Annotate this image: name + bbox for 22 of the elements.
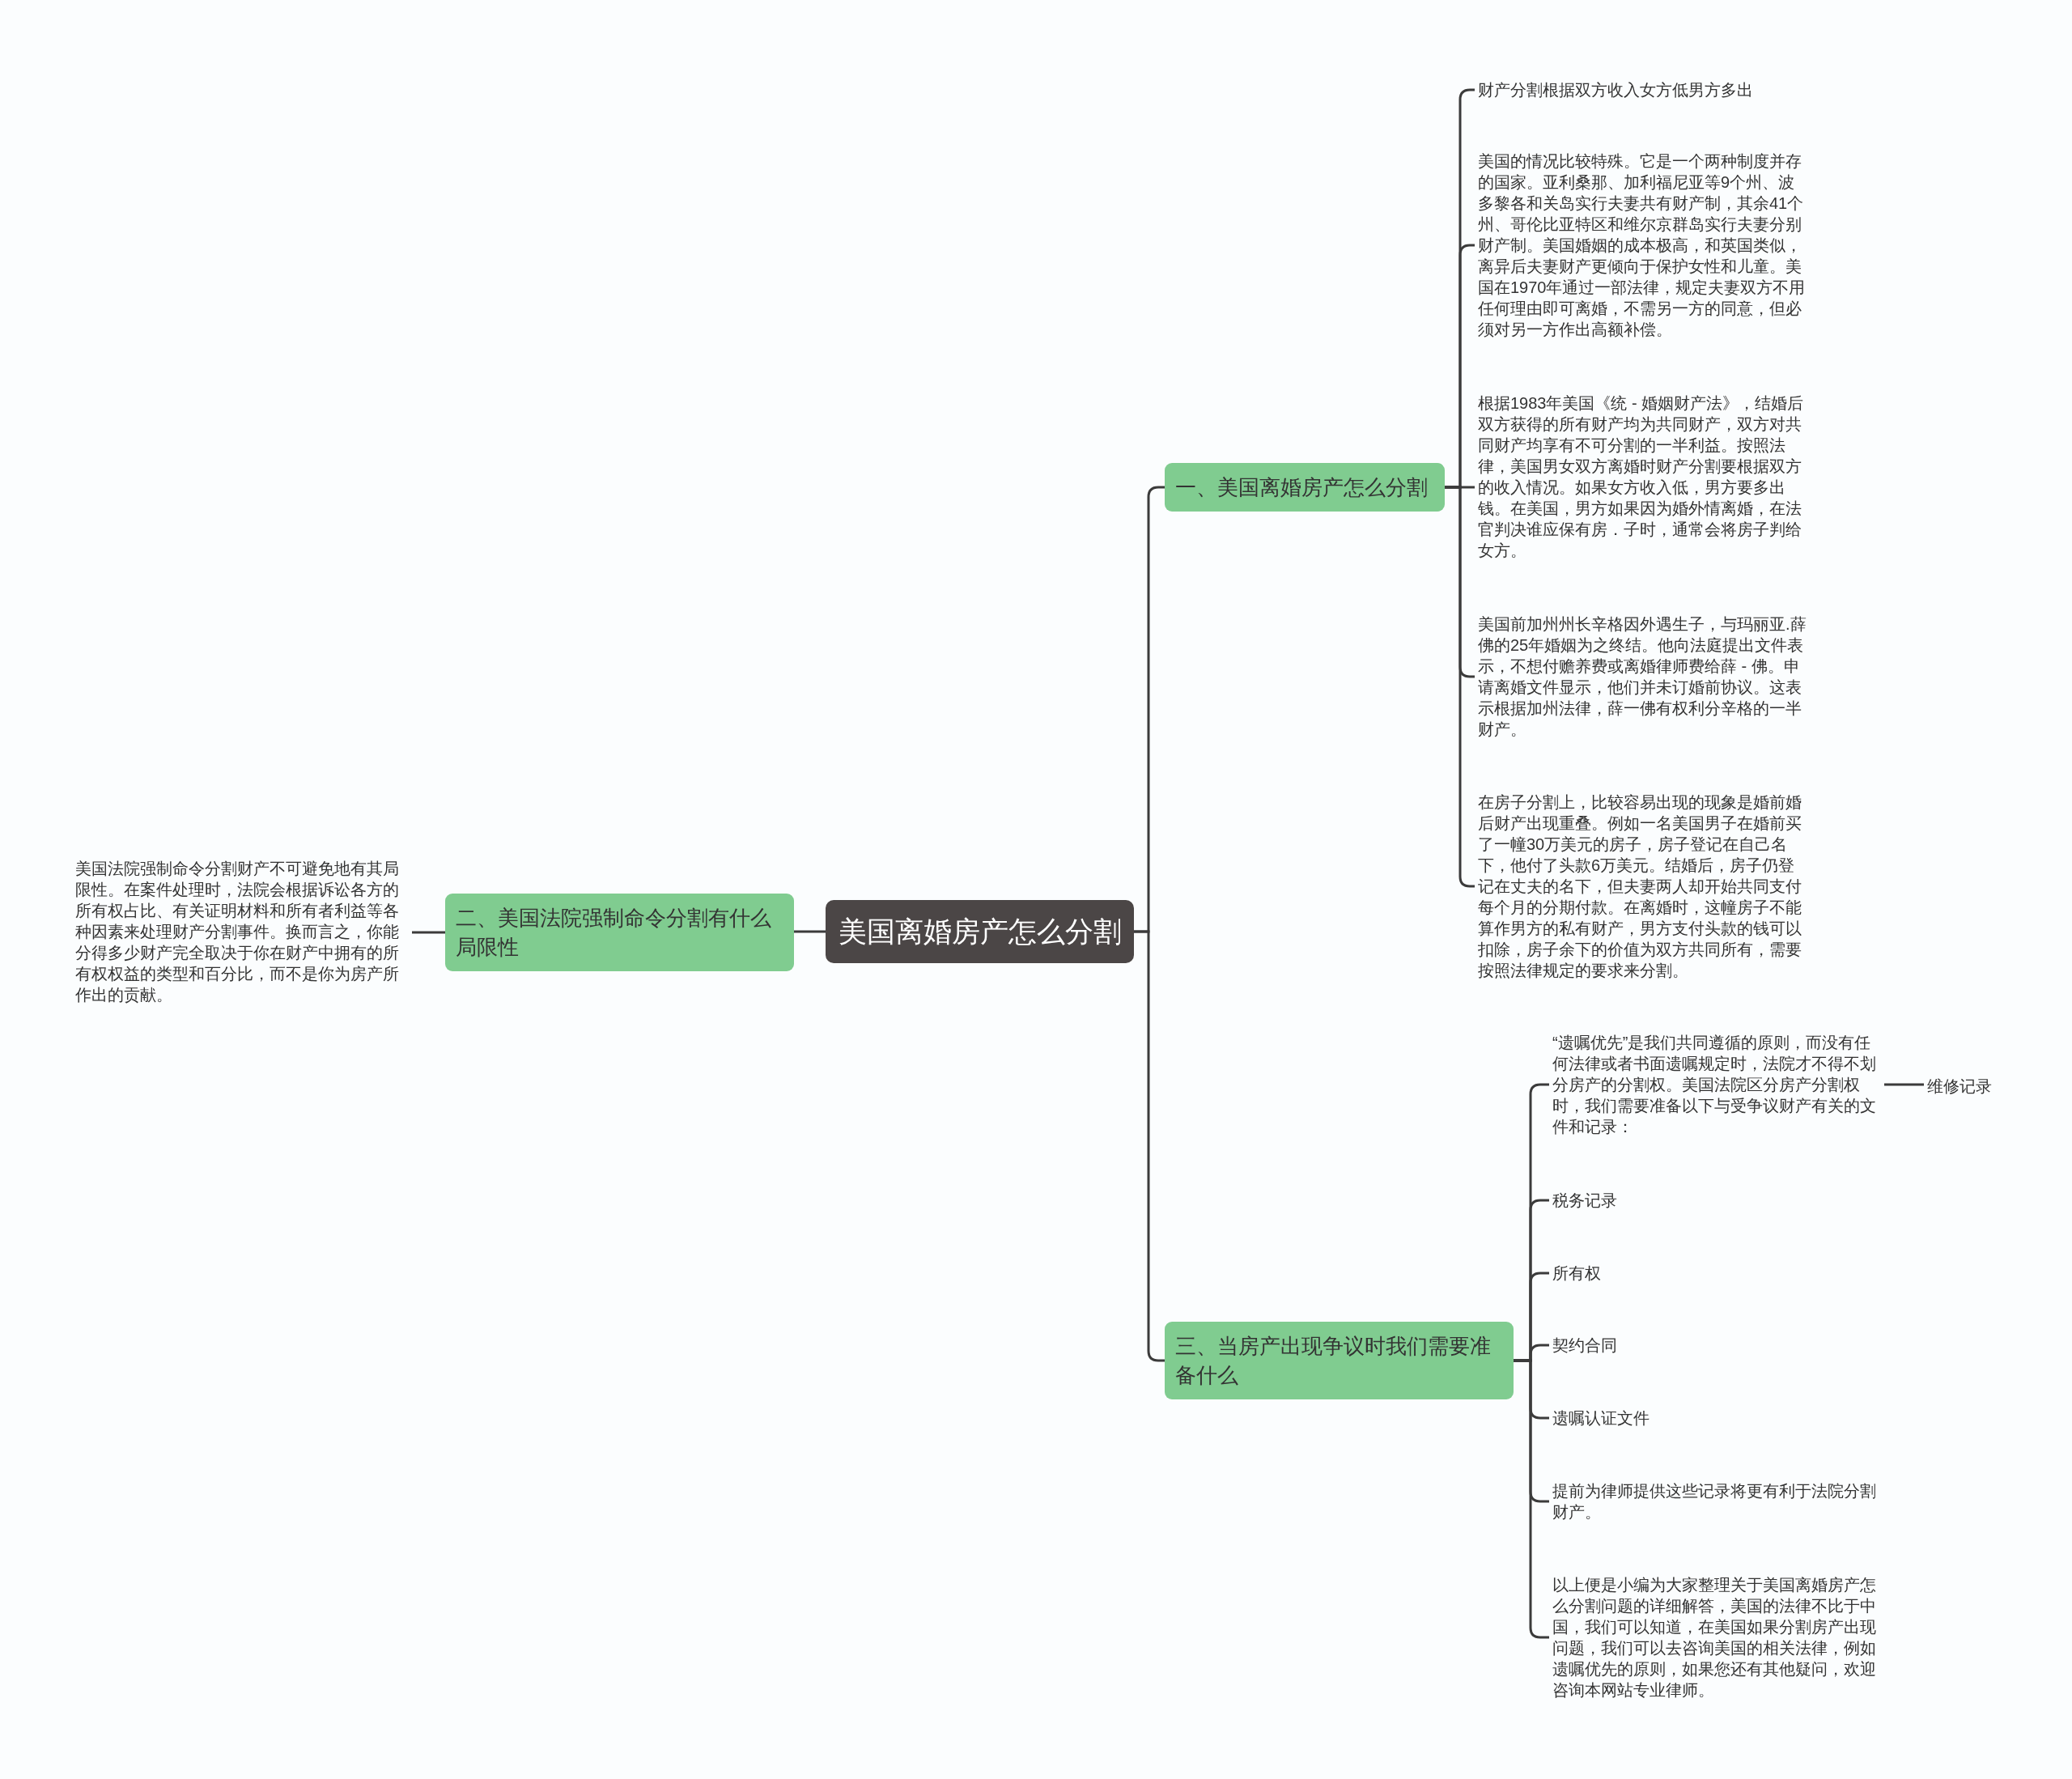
connector-line: [1884, 1083, 1924, 1086]
note-text: “遗嘱优先”是我们共同遵循的原则，而没有任何法律或者书面遗嘱规定时，法院才不得不划分房产的分割权。美国法院区分房产分割权时，我们需要准备以下与受争议财产有关的文件和记录：: [1552, 1032, 1884, 1137]
note-text: 税务记录: [1552, 1190, 1617, 1211]
note-text: 所有权: [1552, 1263, 1601, 1284]
note-text: 美国法院强制命令分割财产不可避免地有其局限性。在案件处理时，法院会根据诉讼各方的所有权占比、有关证明材料和所有者利益等各种因素来处理财产分割事件。换而言之，你能分得多少财产完全取决于你在财产中拥有的所有权权益的类型和百分比，而不是你为房产所作出的贡献。: [75, 858, 409, 1005]
central-topic-box: 美国离婚房产怎么分割: [826, 900, 1134, 963]
topic-box: 三、当房产出现争议时我们需要准备什么: [1165, 1322, 1514, 1399]
connector-line: [794, 930, 826, 933]
connector-line: [1134, 930, 1165, 1362]
note-text: 在房子分割上，比较容易出现的现象是婚前婚后财产出现重叠。例如一名美国男子在婚前买了一幢30万美元的房子，房子登记在自己名下，他付了头款6万美元。结婚后，房子仍登记在丈夫的名下，但夫妻两人却开始共同支付每个月的分期付款。在离婚时，这幢房子不能算作男方的私有财产，男方支付头款的钱可以扣除，房子余下的价值为双方共同所有，需要按照法律规定的要求来分割。: [1478, 792, 1810, 981]
topic-box: 二、美国法院强制命令分割有什么局限性: [445, 894, 794, 971]
note-text: 美国前加州州长辛格因外遇生子，与玛丽亚.薛佛的25年婚姻为之终结。他向法庭提出文件表示，不想付赡养费或离婚律师费给薛 - 佛。申请离婚文件显示，他们并未订婚前协议。这表示根据加州法律，薛一佛有权利分辛格的一半财产。: [1478, 614, 1810, 740]
connector-line: [412, 931, 445, 934]
note-text: 美国的情况比较特殊。它是一个两种制度并存的国家。亚利桑那、加利福尼亚等9个州、波多黎各和关岛实行夫妻共有财产制，其余41个州、哥伦比亚特区和维尔京群岛实行夫妻分别财产制。美国婚姻的成本极高，和英国类似，离异后夫妻财产更倾向于保护女性和儿童。美国在1970年通过一部法律，规定夫妻双方不用任何理由即可离婚，不需另一方的同意，但必须对另一方作出高额补偿。: [1478, 151, 1810, 340]
note-text: 维修记录: [1927, 1076, 1992, 1097]
topic-box: 一、美国离婚房产怎么分割: [1165, 463, 1445, 512]
note-text: 根据1983年美国《统 - 婚姻财产法》，结婚后双方获得的所有财产均为共同财产，双方对共同财产均享有不可分割的一半利益。按照法律，美国男女双方离婚时财产分割要根据双方的收入情况。如果女方收入低，男方要多出钱。在美国，男方如果因为婚外情离婚，在法官判决谁应保有房．子时，通常会将房子判给女方。: [1478, 393, 1810, 561]
note-text: 财产分割根据双方收入女方低男方多出: [1478, 79, 1753, 100]
note-text: 遗嘱认证文件: [1552, 1407, 1650, 1429]
note-text: 契约合同: [1552, 1335, 1617, 1356]
note-text: 提前为律师提供这些记录将更有利于法院分割财产。: [1552, 1480, 1884, 1522]
note-text: 以上便是小编为大家整理关于美国离婚房产怎么分割问题的详细解答，美国的法律不比于中国，我们可以知道，在美国如果分割房产出现问题，我们可以去咨询美国的相关法律，例如遗嘱优先的原则，如果您还有其他疑问，欢迎咨询本网站专业律师。: [1552, 1574, 1884, 1700]
